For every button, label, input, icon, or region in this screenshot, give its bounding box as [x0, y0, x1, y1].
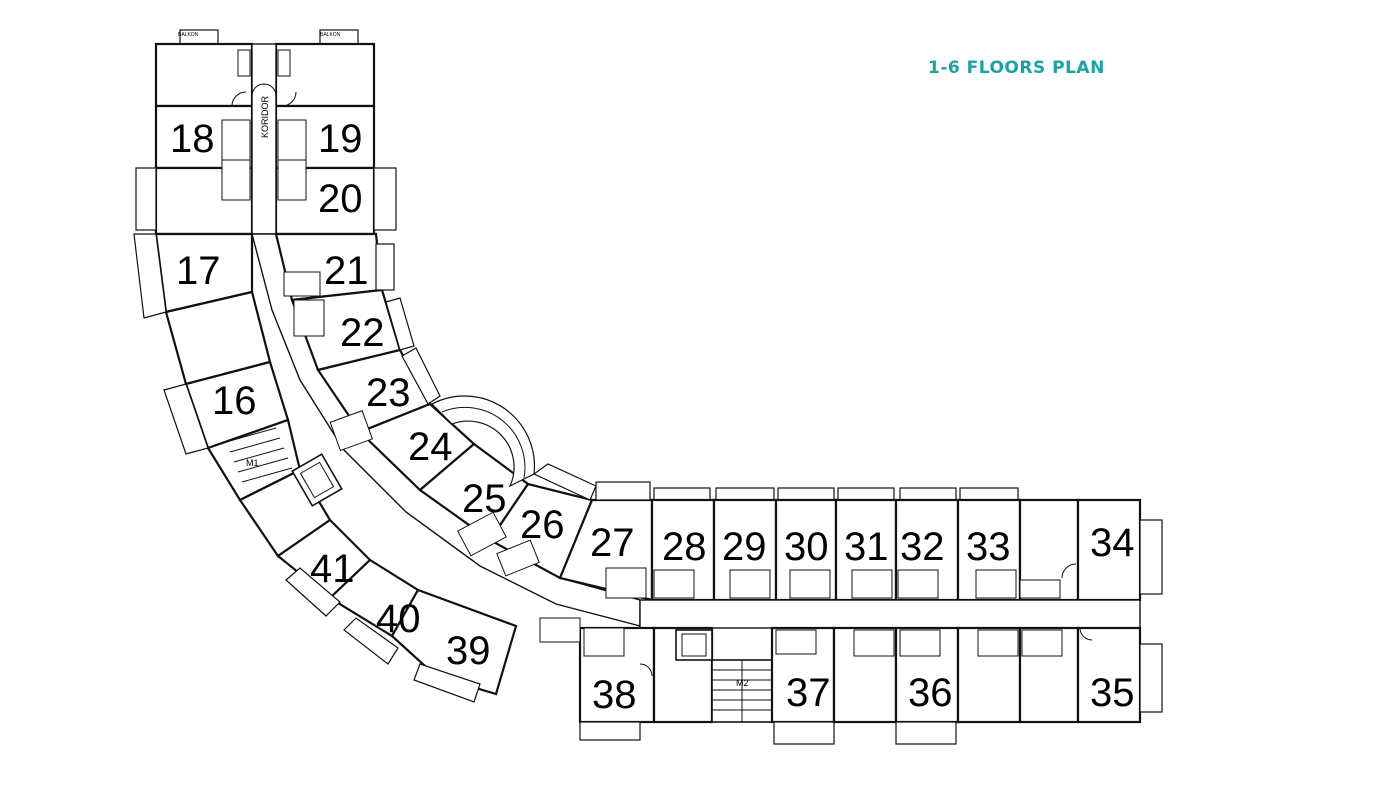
bathroom — [457, 511, 507, 557]
bathroom — [293, 299, 325, 337]
balcony — [413, 663, 481, 703]
bathroom — [283, 271, 321, 297]
room-number-33: 33 — [966, 525, 1011, 569]
room-number-35: 35 — [1090, 671, 1135, 715]
room-number-36: 36 — [908, 671, 953, 715]
bathroom — [653, 569, 695, 599]
balcony — [385, 297, 415, 351]
bathroom — [605, 567, 647, 599]
bathroom — [539, 617, 581, 643]
balcony — [373, 167, 397, 231]
balcony — [595, 481, 651, 501]
north-wing: BALKON BALKON KORIDOR — [135, 29, 397, 236]
plan-title: 1-6 FLOORS PLAN — [928, 58, 1105, 78]
balcony-label: BALKON — [178, 32, 199, 38]
west-curve: M1 — [133, 232, 518, 703]
room-number-24: 24 — [408, 425, 453, 469]
bathroom — [329, 410, 374, 452]
balcony — [135, 167, 157, 231]
room-number-30: 30 — [784, 525, 829, 569]
room-number-17: 17 — [176, 249, 221, 293]
stair-label-m1: M1 — [246, 458, 259, 468]
room-number-20: 20 — [318, 177, 363, 221]
room-number-16: 16 — [212, 379, 257, 423]
balcony — [163, 383, 209, 455]
north-corridor — [251, 43, 277, 235]
bathroom — [583, 627, 625, 657]
room-number-22: 22 — [340, 311, 385, 355]
bathroom — [496, 539, 540, 577]
room-number-27: 27 — [590, 521, 635, 565]
room-number-40: 40 — [376, 597, 421, 641]
balcony — [1139, 519, 1163, 595]
room-number-31: 31 — [844, 525, 889, 569]
balcony — [375, 243, 395, 291]
corridor-label: KORIDOR — [260, 95, 270, 138]
room-number-29: 29 — [722, 525, 767, 569]
bathroom — [1021, 629, 1063, 657]
bathroom — [851, 569, 893, 599]
balcony — [773, 721, 835, 745]
elevator — [291, 453, 343, 507]
room-number-34: 34 — [1090, 521, 1135, 565]
east-wing: M2 — [539, 481, 1163, 745]
stair-label-m2: M2 — [736, 678, 749, 688]
stair-m2: M2 — [712, 660, 772, 722]
room-shell-35 — [1076, 626, 1142, 724]
room-number-18: 18 — [170, 117, 215, 161]
balcony-label: BALKON — [320, 32, 341, 38]
room-shell-19a — [274, 42, 376, 108]
bathroom — [775, 629, 817, 655]
balcony — [343, 617, 399, 665]
room-number-21: 21 — [324, 249, 369, 293]
room-number-32: 32 — [900, 525, 945, 569]
room-numbers: 18 19 20 17 21 22 16 23 24 25 26 27 28 2… — [170, 117, 1135, 717]
bathroom — [975, 569, 1017, 599]
room-number-19: 19 — [318, 117, 363, 161]
room-number-41: 41 — [310, 547, 355, 591]
bathroom — [1019, 579, 1061, 599]
bathroom — [977, 629, 1019, 657]
balcony — [579, 721, 641, 741]
balcony — [401, 347, 441, 405]
balcony — [285, 567, 341, 617]
room-number-28: 28 — [662, 525, 707, 569]
room-number-26: 26 — [520, 503, 565, 547]
east-corridor — [639, 599, 1141, 629]
stair-m1: M1 — [225, 427, 293, 483]
room-number-37: 37 — [786, 671, 831, 715]
balcony — [1139, 643, 1163, 713]
bathroom — [897, 569, 939, 599]
room-number-23: 23 — [366, 371, 411, 415]
bathroom — [729, 569, 771, 599]
room-number-25: 25 — [462, 477, 507, 521]
room-number-39: 39 — [446, 629, 491, 673]
balcony — [133, 233, 167, 319]
bathroom — [789, 569, 831, 599]
inner-curve — [251, 232, 654, 627]
bathroom — [853, 629, 895, 657]
balcony — [895, 721, 957, 745]
room-number-38: 38 — [592, 673, 637, 717]
bathroom — [899, 629, 941, 657]
